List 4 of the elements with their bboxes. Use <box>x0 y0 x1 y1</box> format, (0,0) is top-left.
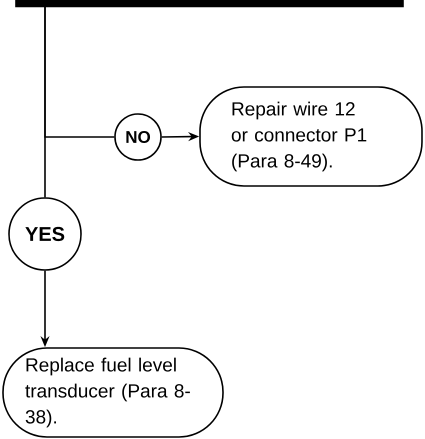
action-box: Replace fuel level transducer (Para 8-38). <box>2 347 224 438</box>
header-bar <box>15 0 404 8</box>
action-box: Repair wire 12 or connector P1 (Para 8-49). <box>199 86 423 187</box>
connector-line <box>44 6 46 198</box>
